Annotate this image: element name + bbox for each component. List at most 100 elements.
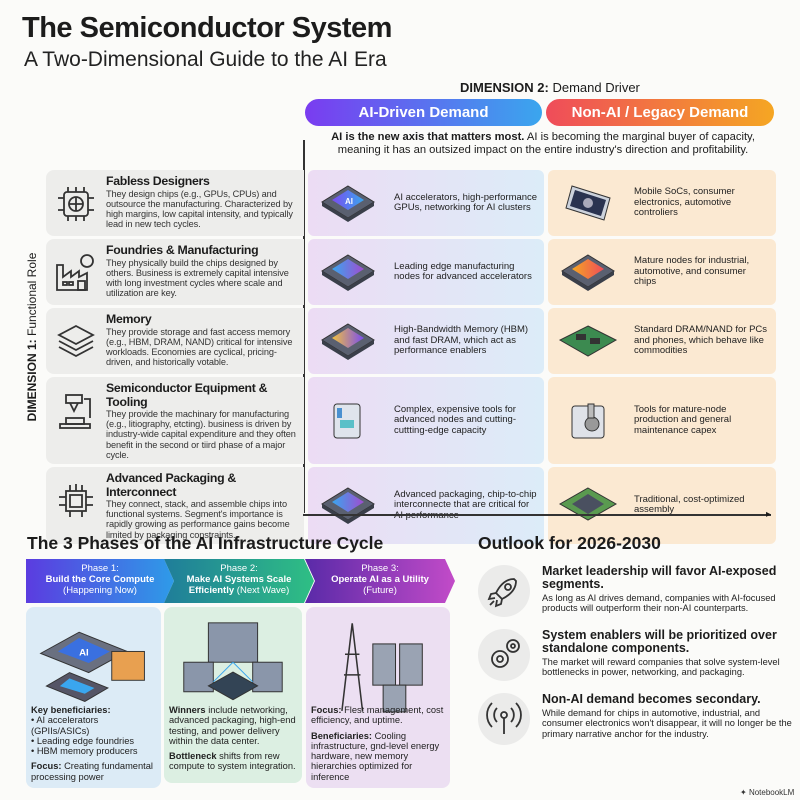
phase-2-card: Winners include networking, advanced pac… [164,607,302,783]
power-datacenter-icon [311,613,445,713]
server-network-icon [169,613,297,705]
intro-bold: AI is the new axis that matters most. [331,131,525,143]
role-description: They provide the machinary for manufactu… [106,409,296,460]
role-title: Advanced Packaging & Interconnect [106,471,236,499]
outlook-item-text: The market will reward companies that so… [542,657,780,678]
outlook-item: Market leadership will favor AI-exposed … [478,565,798,621]
phases-title: The 3 Phases of the AI Infrastructure Cy… [27,533,384,553]
role-title: Foundries & Manufacturing [106,243,259,257]
intro-text: AI is the new axis that matters most. AI… [312,131,774,157]
outlook-title: Outlook for 2026-2030 [478,533,661,553]
non-ai-demand-header: Non-AI / Legacy Demand [546,99,774,126]
role-text: Semiconductor Equipment & Tooling They p… [106,381,298,460]
phase-line: Winners include networking, advanced pac… [169,705,297,746]
outlook: Market leadership will favor AI-exposed … [478,565,798,749]
intro-body: AI is becoming the marginal buyer of cap… [337,131,755,156]
phase-1-card: AI Key beneficiaries: • AI accelerators … [26,607,161,789]
phase-line-text: • AI accelerators (GPIIs/ASICs) [31,715,99,736]
outlook-item: Non-AI demand becomes secondary. While d… [478,693,798,749]
non-ai-demand-cell: Mobile SoCs, consumer electronics, autom… [548,170,776,236]
phase-line-text: • HBM memory producers [31,746,138,757]
ai-demand-text: Advanced packaging, chip-to-chip interco… [394,488,537,520]
phase-line: • AI accelerators (GPIIs/ASICs) [31,715,156,736]
phase-line-bold: Beneficiaries: [311,730,372,741]
ai-demand-cell: Leading edge manufacturing nodes for adv… [308,239,544,305]
phase-line-text: Creating fundamental processing power [31,761,153,782]
brand-label: NotebookLM [748,788,795,797]
phase-line: • Leading edge foundries [31,736,156,746]
ai-chip-icon: AI [318,180,378,226]
dimension-2-prefix: DIMENSION 2: [460,80,549,95]
phase-1-banner: Phase 1: Build the Core Compute (Happeni… [26,559,174,603]
role-text: Advanced Packaging & Interconnect They c… [106,471,298,540]
gears-icon [478,629,530,681]
phase-label: Phase 1: [81,563,119,574]
role-description: They provide storage and fast access mem… [106,326,293,368]
non-ai-demand-text: Standard DRAM/NAND for PCs and phones, w… [634,324,768,357]
dimension-1-text: Functional Role [25,252,39,337]
phase-label: Phase 2: [220,563,258,574]
phase-line-bold: Focus: [31,761,62,772]
phase-line-text: • Leading edge foundries [31,735,135,746]
ai-demand-cell: High-Bandwidth Memory (HBM) and fast DRA… [308,308,544,374]
role-description: They physically build the chips designed… [106,257,289,299]
outlook-item: System enablers will be prioritized over… [478,629,798,685]
role-description: They connect, stack, and assemble chips … [106,499,290,540]
matrix: Fabless Designers They design chips (e.g… [46,170,776,544]
ai-demand-cell: Complex, expensive tools for advanced no… [308,377,544,465]
non-ai-demand-cell: Standard DRAM/NAND for PCs and phones, w… [548,308,776,374]
axis-arrow-icon: ▸ [766,509,772,520]
phase-3-card: Focus: Flest management, cost efficiency… [306,607,450,789]
phase-line: Key beneficiaries: [31,705,156,715]
non-ai-demand-text: Traditional, cost-optimized assembly [634,493,745,516]
role-card: Foundries & Manufacturing They physicall… [46,239,304,305]
non-ai-demand-text: Mobile SoCs, consumer electronics, autom… [634,186,735,219]
phase-line-text: shifts from rew compute to system integr… [169,751,296,772]
role-card: Advanced Packaging & Interconnect They c… [46,467,304,544]
non-ai-demand-cell: Mature nodes for industrial, automotive,… [548,239,776,305]
phase-name: Build the Core Compute [45,574,155,585]
role-card: Fabless Designers They design chips (e.g… [46,170,304,236]
role-card: Semiconductor Equipment & Tooling They p… [46,377,304,465]
page-title: The Semiconductor System [22,12,392,44]
microscope-icon [54,391,98,431]
phase-line-bold: Winners [169,705,206,715]
memory-stack-icon [54,322,98,362]
hbm-stack-icon [318,318,378,364]
phase-line-bold: Key beneficiaries: [31,705,111,715]
phase-timing: (Next Wave) [236,585,290,596]
dimension-2-label: DIMENSION 2: Demand Driver [460,80,640,95]
phase-line: Focus: Flest management, cost efficiency… [311,705,445,726]
role-card: Memory They provide storage and fast acc… [46,308,304,374]
non-ai-demand-cell: Tools for mature-node production and gen… [548,377,776,465]
circuit-chip-icon [54,481,98,521]
phase-name: Make AI Systems Scale Efficiently [186,574,292,596]
phase-line-bold: Focus: [311,705,342,715]
phase-line: Bottleneck shifts from rew compute to sy… [169,751,297,772]
phase-line-text: Cooling infrastructure, gnd-level energy… [311,730,440,782]
role-title: Fabless Designers [106,174,210,188]
page-subtitle: A Two-Dimensional Guide to the AI Era [24,48,387,71]
notebooklm-logo: ✦ NotebookLM [740,788,795,797]
phase-timing: (Future) [363,585,397,596]
chip-brain-icon [54,184,98,224]
processor-icon [558,249,618,295]
outlook-item-title: Market leadership will favor AI-exposed … [542,564,777,591]
packaged-chip-icon [318,482,378,528]
ai-demand-text: Leading edge manufacturing nodes for adv… [394,260,532,282]
phase-line-text: include networking, advanced packaging, … [169,705,296,746]
phase-line-text: Flest management, cost efficiency, and u… [311,705,444,726]
phase-line-bold: Bottleneck [169,751,217,762]
phase-label: Phase 3: [361,563,399,574]
phase-name: Operate AI as a Utility [331,574,429,585]
memory-module-icon [558,318,618,364]
role-title: Memory [106,312,152,326]
ai-demand-text: High-Bandwidth Memory (HBM) and fast DRA… [394,324,529,357]
dimension-2-text: Demand Driver [552,80,640,95]
fab-tool-icon [318,398,378,444]
outlook-item-body: Non-AI demand becomes secondary. While d… [542,693,798,739]
ai-demand-text: Complex, expensive tools for advanced no… [394,403,517,436]
ai-demand-text: AI accelerators, high-performance GPUs, … [394,191,538,213]
non-ai-demand-text: Mature nodes for industrial, automotive,… [634,255,750,288]
role-text: Fabless Designers They design chips (e.g… [106,174,298,229]
